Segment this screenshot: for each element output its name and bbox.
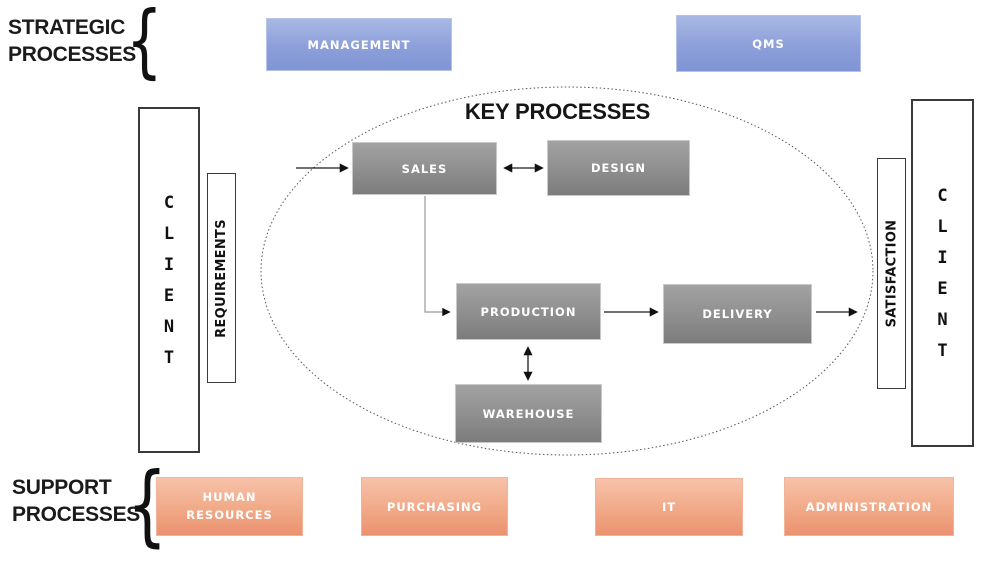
- requirements-label: REQUIREMENTS: [214, 218, 230, 338]
- node-qms-label: QMS: [752, 36, 785, 51]
- node-purchasing-label: PURCHASING: [386, 499, 483, 514]
- node-management: MANAGEMENT: [266, 18, 452, 71]
- client-right-rail: CLIENT: [911, 99, 974, 447]
- node-sales-label: SALES: [401, 161, 448, 176]
- support-processes-label: SUPPORT PROCESSES: [12, 474, 141, 528]
- client-left-label: CLIENT: [159, 192, 179, 379]
- node-human-resources: HUMAN RESOURCES: [156, 477, 303, 536]
- satisfaction-label: SATISFACTION: [884, 219, 899, 328]
- node-design: DESIGN: [547, 140, 690, 196]
- node-sales: SALES: [352, 142, 497, 195]
- node-delivery-label: DELIVERY: [702, 307, 773, 321]
- strategic-processes-label: STRATEGIC PROCESSES: [8, 14, 136, 68]
- client-right-label: CLIENT: [932, 185, 953, 372]
- support-label-line2: PROCESSES: [12, 503, 141, 526]
- node-production-label: PRODUCTION: [480, 304, 577, 319]
- node-delivery: DELIVERY: [663, 284, 812, 344]
- node-design-label: DESIGN: [590, 161, 647, 175]
- satisfaction-rail: SATISFACTION: [877, 158, 906, 389]
- arrow-sales-to-production: [424, 196, 451, 317]
- support-label-line1: SUPPORT: [12, 476, 112, 499]
- node-human-resources-label: HUMAN RESOURCES: [186, 489, 273, 522]
- node-production: PRODUCTION: [456, 283, 601, 340]
- key-processes-title: KEY PROCESSES: [464, 99, 651, 124]
- client-left-rail: CLIENT: [138, 107, 200, 453]
- strategic-brace: {: [126, 0, 163, 87]
- node-purchasing: PURCHASING: [361, 477, 508, 536]
- node-qms: QMS: [676, 15, 861, 72]
- strategic-label-line1: STRATEGIC: [8, 16, 126, 39]
- node-it: IT: [595, 478, 743, 536]
- requirements-rail: REQUIREMENTS: [207, 173, 236, 383]
- key-processes-ellipse: [260, 86, 874, 456]
- strategic-label-line2: PROCESSES: [8, 43, 137, 66]
- node-administration-label: ADMINISTRATION: [805, 499, 933, 514]
- node-administration: ADMINISTRATION: [784, 477, 954, 536]
- node-management-label: MANAGEMENT: [307, 37, 411, 52]
- node-warehouse: WAREHOUSE: [455, 384, 602, 443]
- node-warehouse-label: WAREHOUSE: [482, 406, 575, 421]
- node-it-label: IT: [661, 500, 677, 514]
